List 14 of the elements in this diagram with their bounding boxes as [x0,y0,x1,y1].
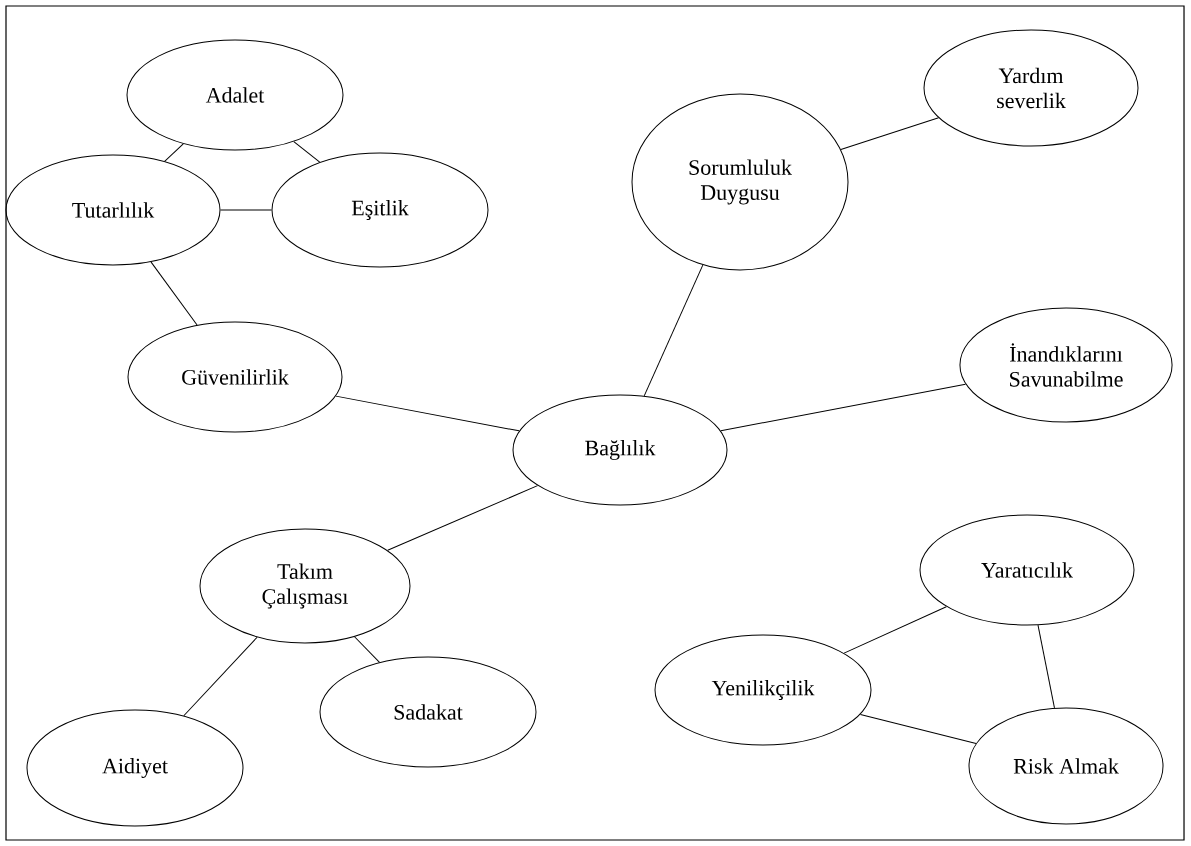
connector-line [354,636,381,663]
connector-line [1037,624,1055,709]
connector-line [643,264,704,397]
connector-line [335,395,520,432]
connector-line [840,117,940,150]
connector-line [720,383,967,432]
connector-line [843,606,947,654]
connector-line [183,636,258,717]
connector-line [293,141,321,163]
connector-line [164,143,184,162]
connector-line [220,209,272,211]
connector-line [387,485,539,551]
connector-line [150,261,198,326]
connector-line [859,713,977,744]
